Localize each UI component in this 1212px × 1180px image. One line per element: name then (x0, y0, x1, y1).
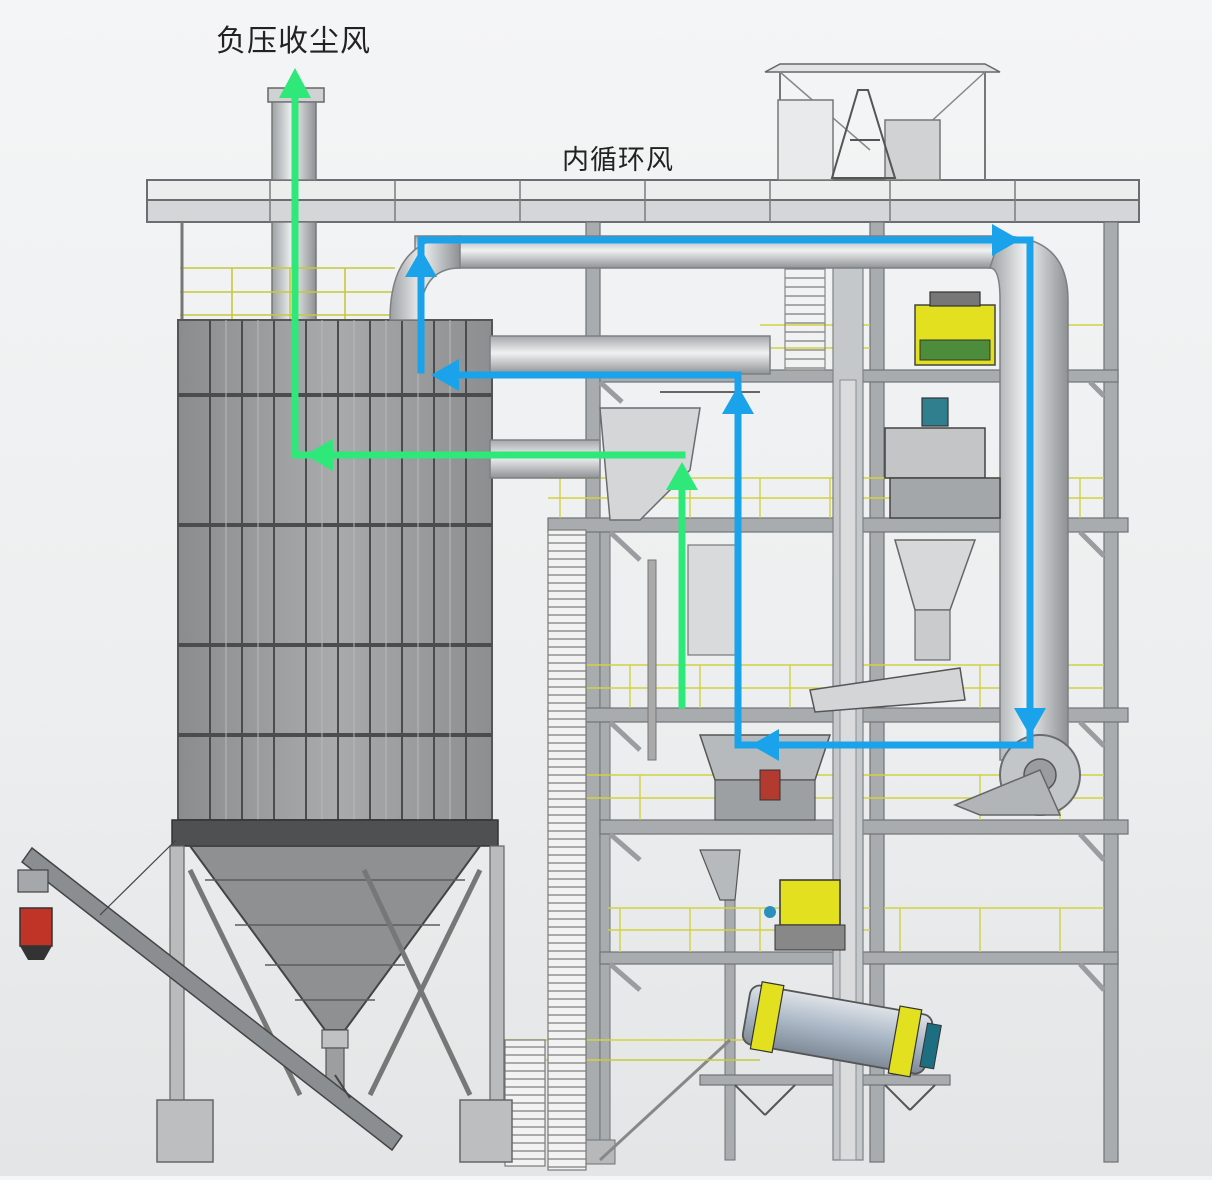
silo-roof-railing (180, 222, 395, 320)
baghouse-dust-collector (156, 319, 513, 1163)
screw-conveyor (17, 839, 404, 1152)
roof-platform (146, 179, 1140, 223)
internal-circulation-air-label: 内循环风 (562, 145, 674, 176)
negative-pressure-dust-air-label: 负压收尘风 (216, 24, 371, 59)
circulation-arrowheads (405, 224, 1046, 761)
stair-tower (504, 529, 760, 1171)
internal-circulation-arrow (417, 236, 1034, 749)
dust-air-arrowheads (279, 68, 698, 490)
elevator-head-house (764, 63, 1001, 181)
equipment (734, 291, 1001, 1116)
dust-air-arrow (291, 91, 686, 709)
